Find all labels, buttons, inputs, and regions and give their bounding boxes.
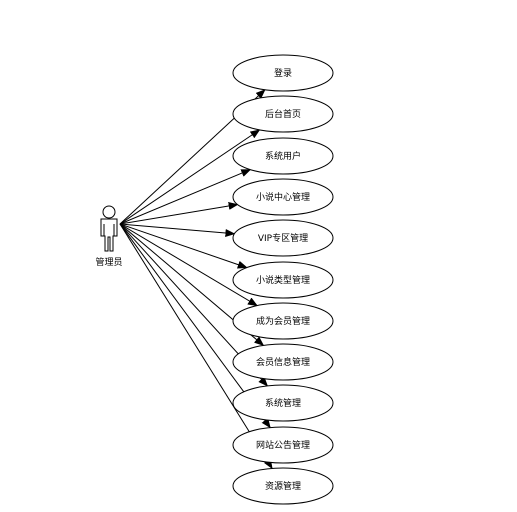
association-arrow-vip-zone-management [119, 223, 236, 238]
use-case-login: 登录 [232, 54, 334, 92]
use-case-system-users: 系统用户 [232, 137, 334, 175]
use-case-ellipse [232, 467, 334, 505]
use-case-label: 登录 [274, 68, 292, 79]
use-case-site-notice-management: 网站公告管理 [232, 426, 334, 464]
actor: 管理员 [95, 205, 123, 268]
use-case-ellipse [232, 426, 334, 464]
association-arrow-system-users [119, 169, 252, 225]
use-case-ellipse [232, 54, 334, 92]
association-arrow-backend-home [119, 129, 261, 225]
use-case-label: 系统用户 [265, 150, 301, 162]
use-case-vip-zone-management: VIP专区管理 [232, 219, 334, 257]
use-case-backend-home: 后台首页 [232, 95, 334, 133]
association-arrow-novel-type-management [119, 223, 248, 269]
use-case-label: 成为会员管理 [256, 315, 310, 327]
association-arrow-become-member-management [119, 223, 258, 307]
use-case-label: 小说中心管理 [256, 191, 310, 203]
use-case-system-management: 系统管理 [232, 384, 334, 422]
use-case-ellipse [232, 302, 334, 340]
use-case-label: 资源管理 [265, 480, 301, 492]
use-case-label: 后台首页 [265, 108, 301, 120]
use-case-label: VIP专区管理 [258, 232, 308, 244]
stick-figure-icon [100, 205, 118, 252]
use-case-label: 系统管理 [265, 397, 301, 409]
use-case-become-member-management: 成为会员管理 [232, 302, 334, 340]
association-arrow-resource-management [119, 223, 273, 470]
use-case-ellipse [232, 384, 334, 422]
use-case-label: 网站公告管理 [256, 439, 310, 451]
use-case-novel-type-management: 小说类型管理 [232, 261, 334, 299]
use-case-ellipse [232, 261, 334, 299]
association-arrow-novel-center-management [119, 202, 239, 225]
use-case-ellipse [232, 219, 334, 257]
use-case-ellipse [232, 137, 334, 175]
use-case-ellipse [232, 95, 334, 133]
use-case-novel-center-management: 小说中心管理 [232, 178, 334, 216]
use-case-ellipse [232, 343, 334, 381]
use-case-ellipse [232, 178, 334, 216]
use-case-label: 小说类型管理 [256, 274, 310, 286]
use-case-member-info-management: 会员信息管理 [232, 343, 334, 381]
use-case-label: 会员信息管理 [256, 356, 310, 368]
use-case-resource-management: 资源管理 [232, 467, 334, 505]
actor-label: 管理员 [95, 256, 122, 268]
